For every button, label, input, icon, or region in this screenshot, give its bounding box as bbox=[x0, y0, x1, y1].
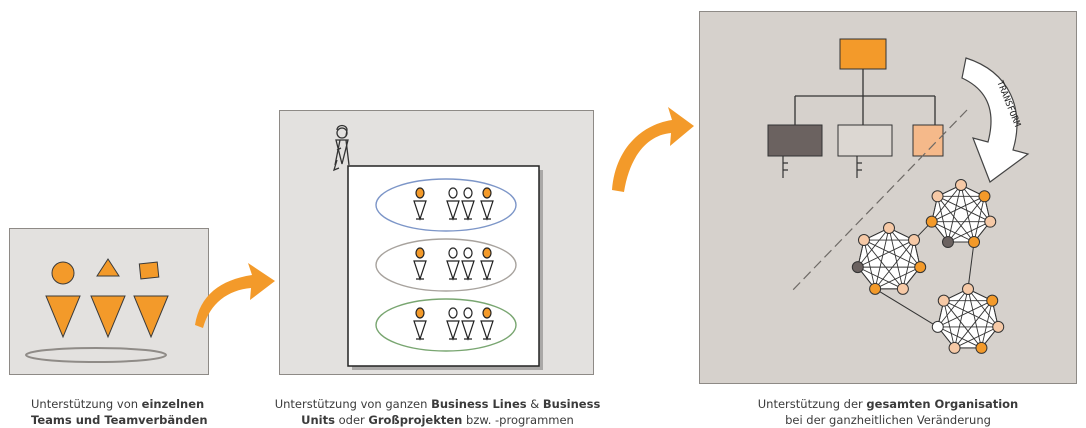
org-chart-icon bbox=[767, 38, 944, 178]
network-node bbox=[883, 222, 895, 234]
network-node bbox=[962, 283, 974, 295]
arrow-right-icon bbox=[612, 107, 694, 192]
network-node bbox=[948, 341, 961, 354]
stick-figure-icon bbox=[461, 247, 475, 281]
stick-figure-icon bbox=[413, 187, 427, 221]
stick-figure-icon bbox=[446, 247, 460, 281]
ground-shadow bbox=[25, 347, 167, 363]
network-node bbox=[931, 190, 944, 203]
network-node bbox=[908, 234, 921, 247]
stick-figure-icon bbox=[480, 307, 494, 341]
stick-figure-icon bbox=[461, 307, 475, 341]
network-node bbox=[968, 236, 981, 249]
network-node bbox=[857, 234, 870, 247]
panel-organisation bbox=[699, 11, 1077, 384]
network-node bbox=[978, 190, 991, 203]
stick-figure-icon bbox=[446, 307, 460, 341]
network-node bbox=[937, 294, 950, 307]
group-ellipse bbox=[375, 238, 517, 292]
square-person-icon bbox=[138, 261, 160, 280]
stick-figure-icon bbox=[413, 307, 427, 341]
network-node bbox=[896, 282, 909, 295]
group-ellipse bbox=[375, 298, 517, 352]
network-node bbox=[851, 261, 864, 274]
person-body-icon bbox=[133, 295, 169, 339]
circle-person-icon bbox=[51, 261, 75, 285]
network-icon bbox=[851, 179, 1005, 354]
business-figure bbox=[332, 124, 350, 172]
network-node bbox=[975, 341, 988, 354]
stick-figure-icon bbox=[413, 247, 427, 281]
network-node bbox=[869, 282, 882, 295]
arrow-right-icon bbox=[195, 263, 275, 328]
network-node bbox=[931, 320, 944, 333]
network-node bbox=[955, 179, 967, 191]
network-node bbox=[941, 236, 954, 249]
divider-line bbox=[789, 109, 968, 294]
caption-organisation: Unterstützung der gesamten Organisation … bbox=[757, 397, 1019, 427]
network-node bbox=[925, 215, 938, 228]
network-node bbox=[992, 320, 1005, 333]
paper-sheet bbox=[347, 165, 540, 367]
caption-business-lines: Unterstützung von ganzen Business Lines … bbox=[274, 397, 601, 427]
caption-teams: Unterstützung von einzelnen Teams und Te… bbox=[31, 397, 208, 427]
stick-figure-icon bbox=[446, 187, 460, 221]
stick-figure-icon bbox=[480, 187, 494, 221]
network-node bbox=[986, 294, 999, 307]
triangle-person-icon bbox=[96, 258, 120, 277]
transform-arrow-icon: TRANSFORM bbox=[961, 57, 1030, 183]
stick-figure-icon bbox=[461, 187, 475, 221]
network-node bbox=[914, 261, 927, 274]
network-node bbox=[984, 215, 997, 228]
team-figures bbox=[25, 258, 169, 363]
person-body-icon bbox=[45, 295, 81, 339]
stick-figure-icon bbox=[480, 247, 494, 281]
person-body-icon bbox=[90, 295, 126, 339]
group-ellipse bbox=[375, 178, 517, 232]
